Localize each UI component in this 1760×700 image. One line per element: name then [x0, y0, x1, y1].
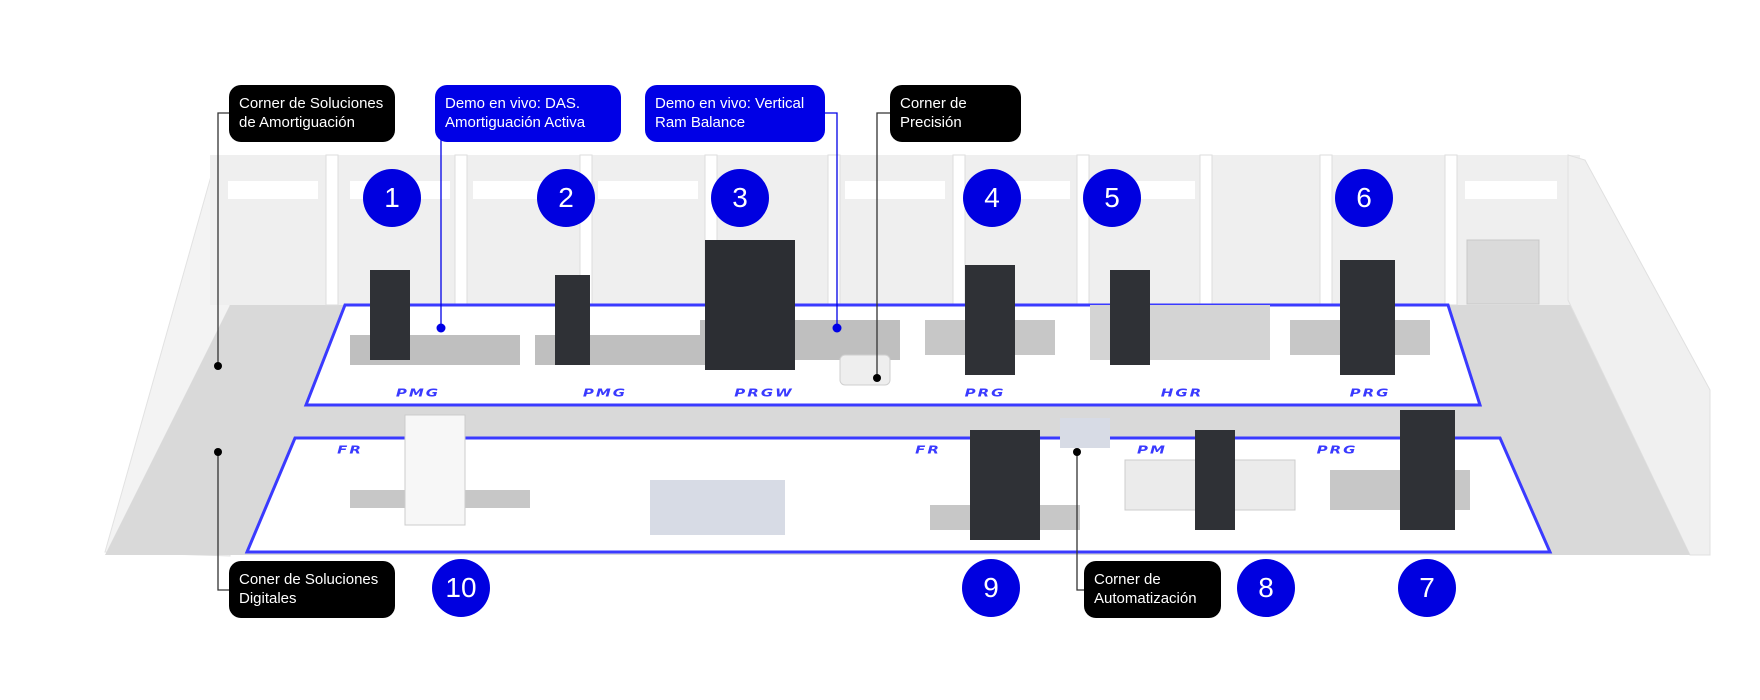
callout-precision-line-1: Corner de — [900, 95, 967, 112]
station-number-4[interactable]: 4 — [963, 169, 1021, 227]
station-number-9[interactable]: 9 — [962, 559, 1020, 617]
callout-ram-line-1: Demo en vivo: Vertical — [655, 95, 805, 112]
back-door — [1466, 239, 1540, 305]
callout-das-line-1: Demo en vivo: DAS. — [445, 95, 581, 112]
connector-ram — [825, 112, 838, 328]
callout-vertical-ram-demo[interactable]: Demo en vivo: Vertical Ram Balance — [645, 85, 825, 142]
connector-amortiguacion — [217, 112, 229, 366]
station-number-8[interactable]: 8 — [1237, 559, 1295, 617]
callout-connectors — [214, 112, 1084, 591]
callout-automatizacion-line-2: Automatización — [1094, 590, 1197, 607]
station-number-10[interactable]: 10 — [432, 559, 490, 617]
callout-digitales-line-2: Digitales — [239, 590, 297, 607]
machines-lower — [350, 410, 1470, 540]
connector-automatizacion — [1076, 452, 1084, 591]
machine-tag-2: PMG — [582, 386, 628, 400]
callout-amortiguacion-line-1: Corner de Soluciones — [239, 95, 384, 112]
callout-automatizacion[interactable]: Corner de Automatización — [1084, 561, 1221, 618]
callout-amortiguacion-line-2: de Amortiguación — [239, 114, 355, 131]
connector-digitales — [217, 452, 229, 591]
callout-digitales[interactable]: Coner de Soluciones Digitales — [229, 561, 395, 618]
machine-tag-10: FR — [337, 443, 363, 457]
station-number-5[interactable]: 5 — [1083, 169, 1141, 227]
connector-precision — [876, 112, 890, 378]
station-number-7[interactable]: 7 — [1398, 559, 1456, 617]
machine-tag-8: PM — [1137, 443, 1167, 457]
machine-tag-1: PMG — [395, 386, 441, 400]
callout-digitales-line-1: Coner de Soluciones — [239, 571, 379, 588]
station-number-1[interactable]: 1 — [363, 169, 421, 227]
machine-tag-5: HGR — [1160, 386, 1204, 400]
callout-das-demo[interactable]: Demo en vivo: DAS. Amortiguación Activa — [435, 85, 621, 142]
machines-upper — [350, 240, 1430, 386]
callout-ram-line-2: Ram Balance — [655, 114, 746, 131]
station-number-6[interactable]: 6 — [1335, 169, 1393, 227]
right-wall — [1567, 154, 1711, 556]
callout-precision[interactable]: Corner de Precisión — [890, 85, 1021, 142]
machine-tag-9: FR — [915, 443, 941, 457]
station-number-2[interactable]: 2 — [537, 169, 595, 227]
callout-das-line-2: Amortiguación Activa — [445, 114, 586, 131]
callout-amortiguacion[interactable]: Corner de Soluciones de Amortiguación — [229, 85, 395, 142]
callout-precision-line-2: Precisión — [900, 114, 962, 131]
station-number-3[interactable]: 3 — [711, 169, 769, 227]
machine-tag-4: PRG — [964, 386, 1006, 400]
callout-automatizacion-line-1: Corner de — [1094, 571, 1161, 588]
machine-tag-6: PRG — [1349, 386, 1391, 400]
machine-tag-7: PRG — [1316, 443, 1358, 457]
machine-tag-3: PRGW — [734, 386, 794, 400]
